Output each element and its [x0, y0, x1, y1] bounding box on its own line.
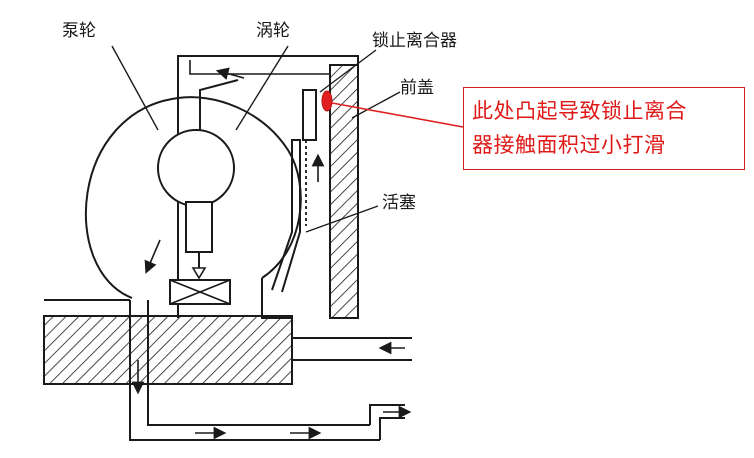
flow-arrow-1	[144, 239, 161, 274]
piston-body	[271, 139, 301, 293]
oil-channel-left	[129, 300, 380, 441]
oil-channel-right	[261, 278, 292, 319]
oil-channel-exit	[369, 404, 405, 440]
label-pump: 泵轮	[62, 21, 96, 41]
stator-arrowhead	[191, 267, 207, 280]
leader-turbine	[235, 45, 289, 131]
leader-callout	[331, 102, 464, 128]
label-piston: 活塞	[382, 193, 416, 213]
oil-channel-left-inner	[147, 300, 370, 426]
flow-arrow-7	[215, 67, 245, 80]
shaft-hatched-block	[43, 315, 293, 385]
label-turbine: 涡轮	[256, 21, 290, 41]
leader-lockup-clutch	[319, 49, 377, 93]
turbine-hub	[157, 129, 235, 207]
stator-block	[185, 201, 213, 253]
label-lockup-clutch: 锁止离合器	[372, 31, 457, 51]
leader-pump	[111, 45, 159, 131]
callout-box: 此处凸起导致锁止离合 器接触面积过小打滑	[463, 87, 745, 170]
bump-highlight	[321, 90, 333, 112]
leader-front-cover	[351, 91, 401, 119]
callout-line-2: 器接触面积过小打滑	[472, 133, 666, 157]
front-cover-inner-line	[189, 60, 330, 75]
clutch-cross-b	[169, 279, 231, 305]
turbine-blade-top	[199, 79, 239, 130]
callout-line-1: 此处凸起导致锁止离合	[472, 99, 687, 123]
label-front-cover: 前盖	[400, 78, 434, 98]
piston-friction-face	[302, 89, 317, 141]
oil-channel-right-outlet	[292, 337, 412, 361]
leader-piston	[305, 205, 379, 233]
